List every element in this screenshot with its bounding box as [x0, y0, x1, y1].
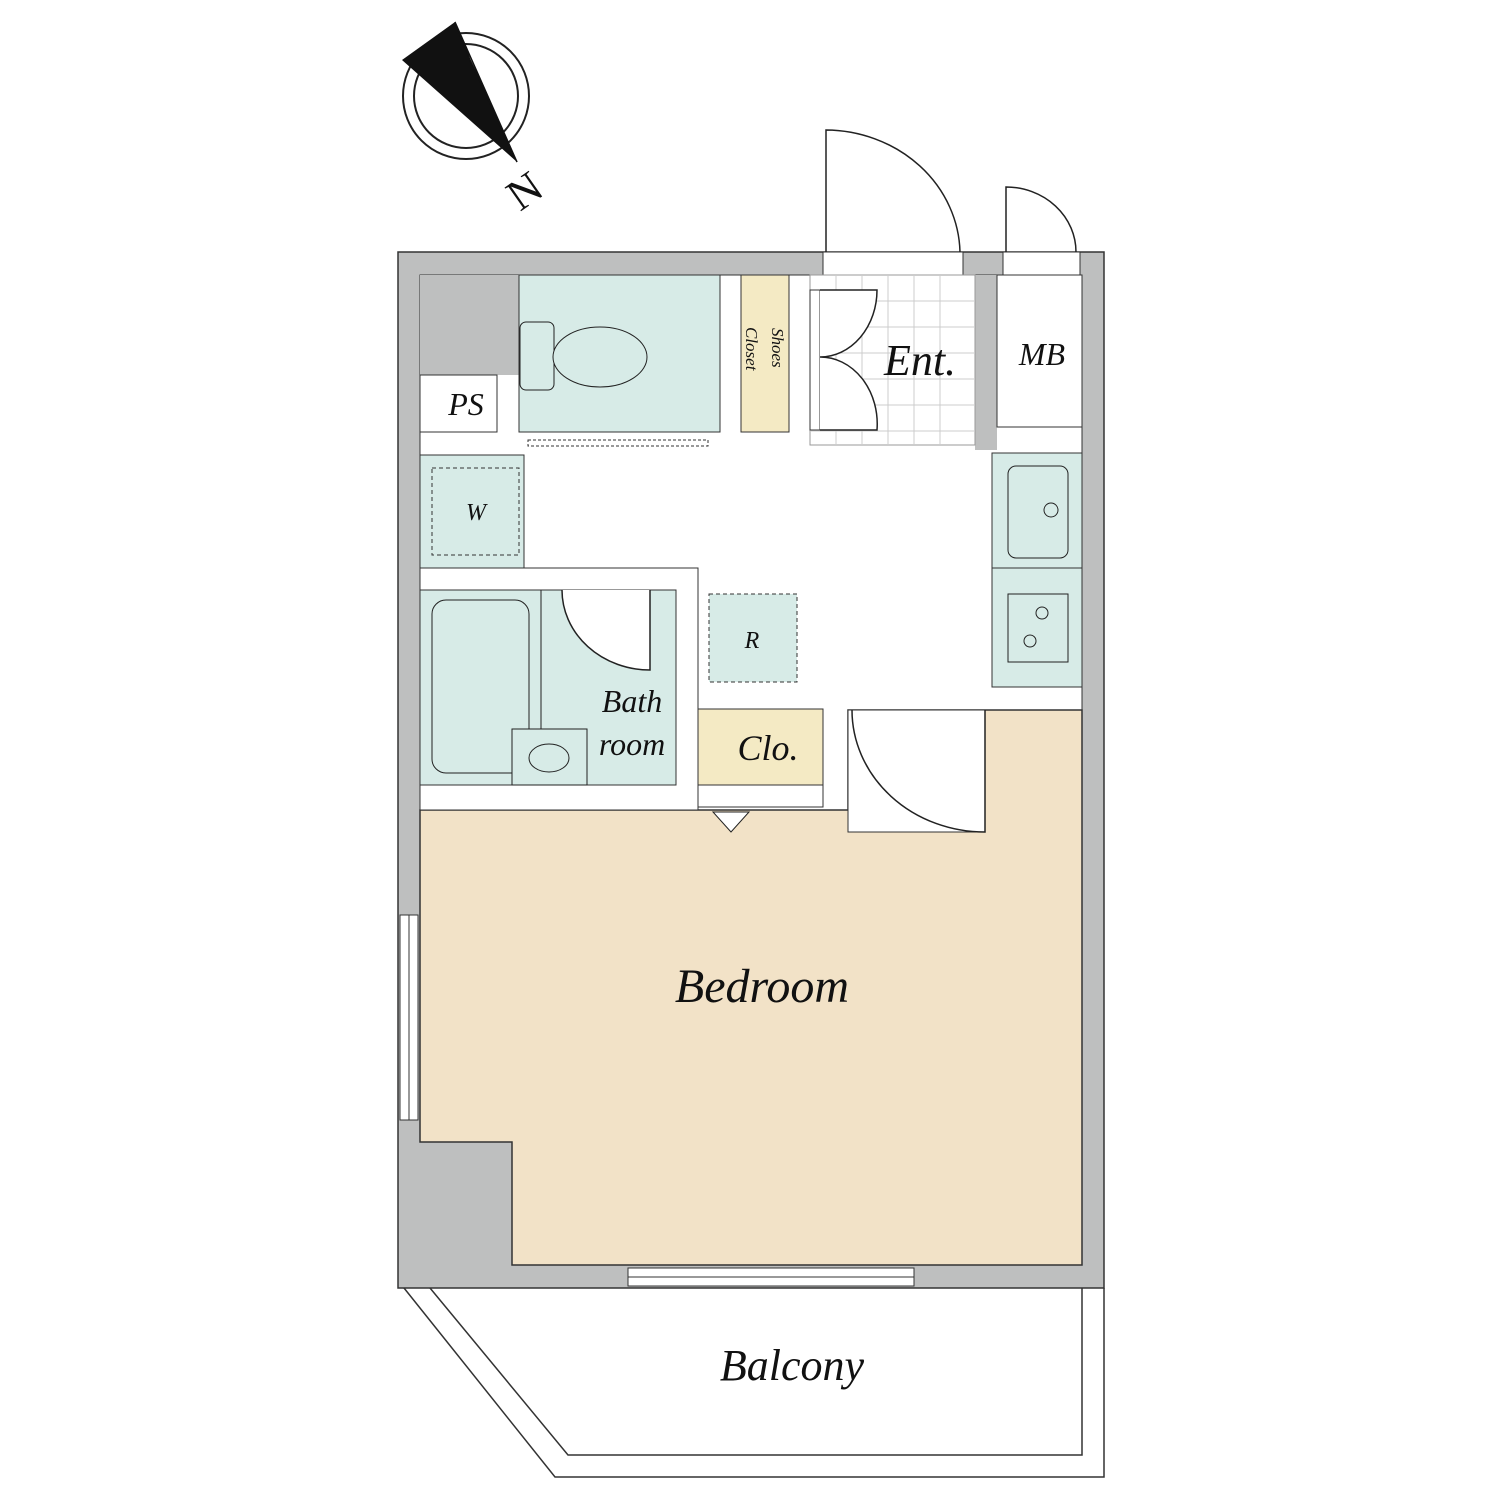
mb-label: MB — [1018, 336, 1065, 372]
shoes-closet-label-2: Closet — [742, 327, 761, 372]
entrance-door-swing — [825, 129, 961, 253]
bedroom-door-swing — [851, 709, 986, 833]
bathroom-label-2: room — [599, 726, 665, 762]
compass-needle-icon — [402, 22, 517, 162]
ps-label: PS — [447, 386, 484, 422]
stove-icon — [1007, 593, 1069, 663]
washer-space — [431, 467, 520, 556]
washbasin-icon — [528, 743, 570, 773]
sink-icon — [1007, 465, 1069, 559]
entrance-area — [809, 274, 976, 446]
bathroom-door-swing — [561, 589, 651, 671]
compass-north-label: N — [498, 162, 552, 220]
closet-label: Clo. — [737, 728, 798, 768]
mb-door-swing — [1005, 186, 1077, 253]
bathroom-label-1: Bath — [602, 683, 662, 719]
refrigerator-space — [708, 593, 798, 683]
balcony — [403, 1287, 1105, 1478]
refrigerator-label: R — [744, 628, 760, 654]
shoes-closet — [740, 274, 790, 433]
shoes-closet-label-1: Shoes — [768, 328, 787, 368]
balcony-label: Balcony — [720, 1341, 865, 1390]
shoes-closet-door-swing — [819, 289, 878, 431]
bathtub-icon — [431, 599, 530, 774]
compass: N — [402, 21, 552, 220]
toilet-icon — [552, 326, 648, 388]
entrance-label: Ent. — [883, 336, 956, 385]
bedroom-label: Bedroom — [675, 960, 849, 1013]
closet — [697, 708, 824, 786]
washer-label: W — [466, 500, 488, 526]
